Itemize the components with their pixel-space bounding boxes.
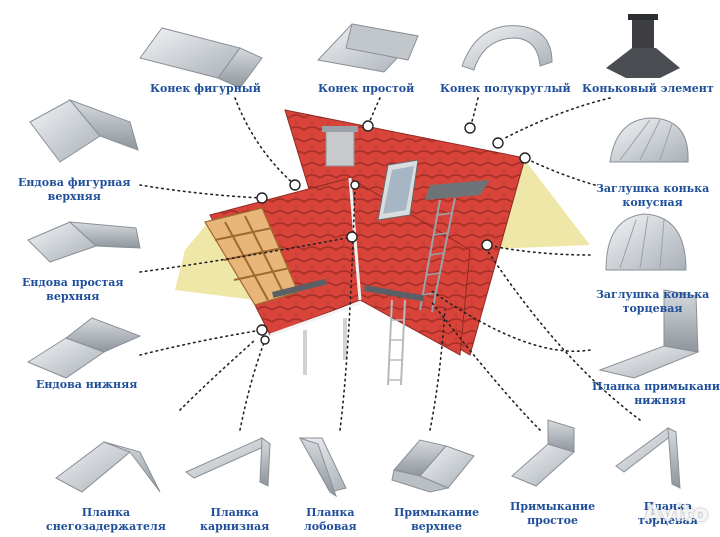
flashing-lower-profile-icon: [598, 289, 700, 379]
leader-lines: [139, 97, 641, 431]
label-ridge-figured: Конек фигурный: [150, 82, 261, 95]
ridge-cap-end-profile-icon: [605, 213, 687, 271]
ridge-element-vent-icon: [606, 14, 680, 78]
gable-bar-profile-icon: [615, 427, 681, 489]
roof-ladder: [419, 180, 490, 313]
label-valley-lower: Ендова нижняя: [36, 378, 138, 391]
ridge-cap-cone-profile-icon: [609, 117, 689, 163]
leader-markers: [256, 120, 531, 345]
valley-figured-upper-profile-icon: [29, 98, 139, 163]
eave-line: [269, 301, 361, 337]
label-ridge-element: Коньковый элемент: [582, 82, 714, 95]
label-ridge-simple: Конек простой: [318, 82, 415, 95]
snow-guard-right: [363, 285, 425, 302]
avito-watermark: Avito: [644, 502, 708, 527]
chimney: [322, 126, 358, 167]
wall-ladder: [387, 299, 406, 386]
ridge-figured-profile-icon: [139, 27, 263, 89]
upper-abutment-profile-icon: [391, 439, 475, 493]
front-bar-profile-icon: [298, 437, 347, 498]
snow-guard-left: [271, 278, 327, 298]
snow-guard-bar-profile-icon: [55, 441, 161, 493]
ridge-half-round-profile-icon: [461, 25, 553, 71]
simple-abutment-profile-icon: [511, 419, 575, 487]
eave-bar-profile-icon: [185, 437, 271, 487]
valley-lower-profile-icon: [26, 317, 142, 379]
skylight: [377, 159, 419, 221]
valley-simple-upper-profile-icon: [27, 221, 141, 263]
house-roof: [175, 109, 590, 386]
ridge-simple-profile-icon: [317, 23, 419, 73]
label-ridge-half-round: Конек полукруглый: [440, 82, 571, 95]
